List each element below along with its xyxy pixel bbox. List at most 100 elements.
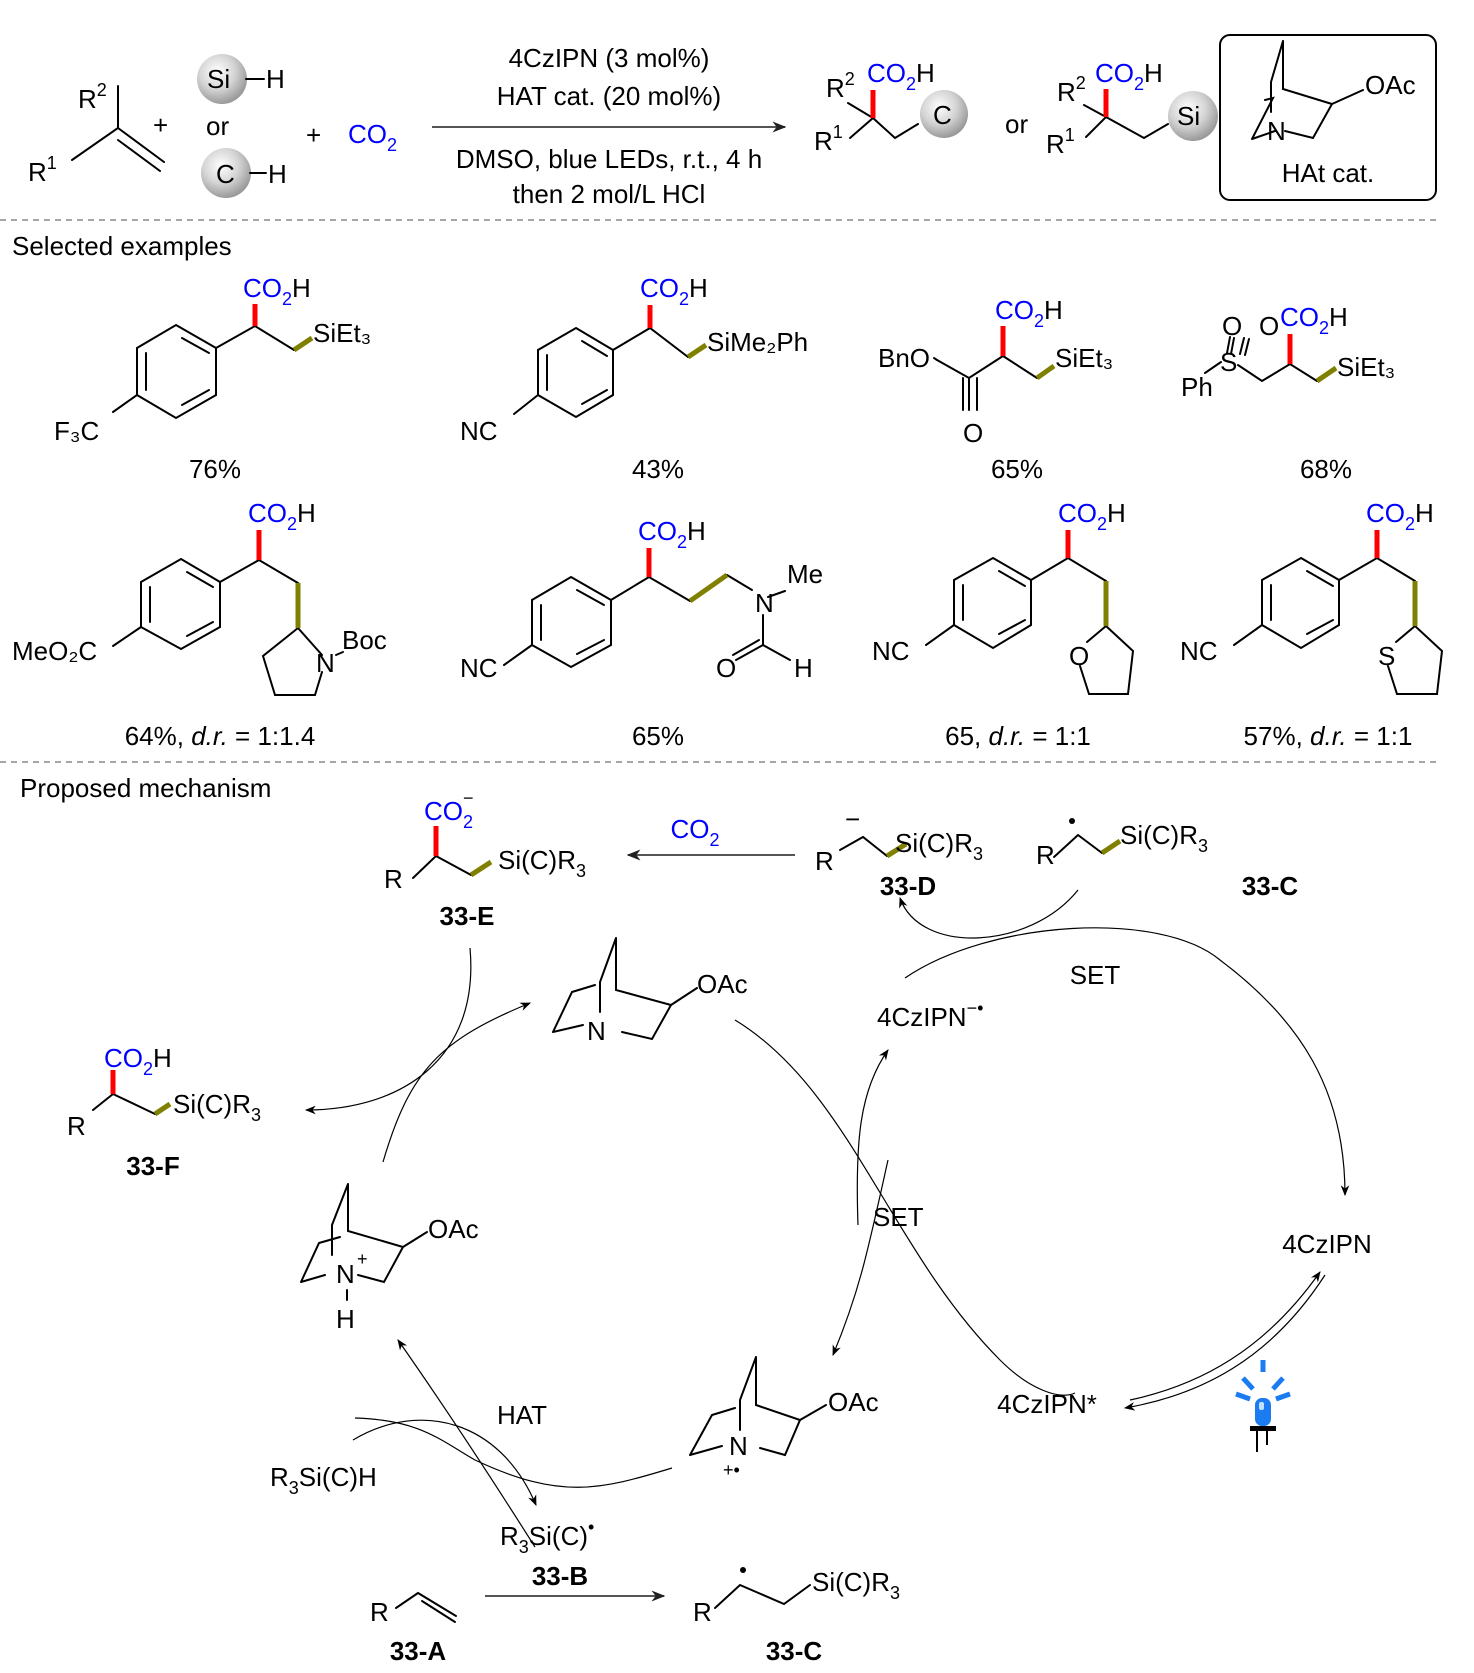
compound-label-33-D: 33-D [880, 871, 936, 901]
r-label: R [1036, 840, 1055, 870]
r2-label: R2 [1057, 73, 1086, 107]
yield-label: 65% [632, 721, 684, 751]
blue-led-icon [1235, 1360, 1291, 1452]
quinuclidinium: N + H OAc [300, 1183, 479, 1334]
r-label: R [815, 846, 834, 876]
condition-hat: HAT cat. (20 mol%) [497, 81, 721, 111]
oxygen-label: O [1069, 641, 1089, 671]
catalyst-regeneration-arrow [382, 1002, 531, 1163]
co2h-label: CO2H [867, 58, 935, 94]
n-label: N [1267, 116, 1286, 146]
compound-label-33-C: 33-C [1242, 871, 1299, 901]
silyl-label: Si(C)R3 [1120, 820, 1208, 856]
h-label: H [266, 64, 285, 94]
oxygen-label: O [1222, 311, 1242, 341]
radical-dot [1069, 818, 1075, 824]
section-heading-mechanism: Proposed mechanism [20, 773, 271, 803]
co2-reagent: CO2 [348, 119, 397, 155]
or-label: or [206, 111, 229, 141]
co2h-label: CO2H [248, 498, 316, 534]
substituent-label: Ph [1181, 372, 1213, 402]
pc-regeneration-arrow [904, 927, 1350, 1197]
protonation-arrow-to-33-F [304, 947, 472, 1115]
intermediate-33-E: R CO2− Si(C)R3 33-E [384, 788, 586, 931]
n-label: N [316, 648, 335, 678]
sulfur-label: S [1378, 641, 1395, 671]
oxygen-label: O [1259, 311, 1279, 341]
carbon-ball-icon [920, 90, 968, 138]
compound-label-33-F: 33-F [126, 1151, 179, 1181]
si-label: Si [1177, 101, 1200, 131]
silicon-ball-icon [197, 54, 247, 104]
set-arrow-to-pc-anion [856, 1049, 889, 1226]
yield-label: 57%, d.r. = 1:1 [1244, 721, 1413, 751]
condition-solvent: DMSO, blue LEDs, r.t., 4 h [456, 144, 762, 174]
excitation-arrow [1123, 1274, 1326, 1411]
set-arrow-to-radical-cation [832, 1159, 889, 1356]
product-carbon: R2 R1 CO2H C [814, 58, 968, 156]
condition-workup: then 2 mol/L HCl [513, 179, 706, 209]
radical-cation-charge: +• [723, 1460, 740, 1480]
compound-label-33-A: 33-A [390, 1636, 447, 1666]
carboxylate-label: CO2− [424, 788, 474, 832]
oxygen-label: O [716, 653, 736, 683]
example-8: CO2H S NC 57%, d.r. = 1:1 [1180, 498, 1444, 751]
example-1: CO2H SiEt₃ F₃C 76% [54, 273, 371, 484]
n-label: N [755, 588, 774, 618]
boc-label: Boc [342, 625, 387, 655]
r-label: R [67, 1111, 86, 1141]
silyl-group-label: SiEt₃ [1337, 352, 1395, 382]
co2h-label: CO2H [640, 273, 708, 309]
yield-label: 68% [1300, 454, 1352, 484]
yield-label: 43% [632, 454, 684, 484]
photocatalyst-cycle-arc [734, 1019, 1076, 1396]
r1-label: R1 [1046, 125, 1075, 159]
quinuclidine-radical-cation: N +• OAc [689, 1356, 879, 1480]
product-33-F: R CO2H Si(C)R3 33-F [67, 1043, 261, 1181]
substituent-label: NC [460, 416, 498, 446]
r2-label: R2 [78, 80, 107, 114]
oac-label: OAc [828, 1387, 879, 1417]
h-label: H [336, 1304, 355, 1334]
co2h-label: CO2H [1058, 498, 1126, 534]
example-4: O O S CO2H SiEt₃ Ph 68% [1181, 302, 1395, 484]
si-h-reagent: Si H [197, 54, 285, 104]
silyl-radical-label: R3Si(C)• [500, 1517, 594, 1557]
c-label: C [216, 159, 235, 189]
me-label: Me [787, 559, 823, 589]
n-label: N [729, 1431, 748, 1461]
substrate-33-A: R 33-A [370, 1591, 457, 1666]
yield-label: 65, d.r. = 1:1 [945, 721, 1091, 751]
h-label: H [794, 653, 813, 683]
silane-label: R3Si(C)H [270, 1462, 377, 1498]
substituent-label: NC [872, 636, 910, 666]
radical-dot [740, 1567, 746, 1573]
quinuclidine-catalyst: N OAc [552, 937, 748, 1046]
co2h-label: CO2H [243, 273, 311, 309]
silyl-label: Si(C)R3 [173, 1089, 261, 1125]
intermediate-33-C-bottom: R Si(C)R3 33-C [693, 1567, 900, 1666]
substituent-label: MeO₂C [12, 636, 97, 666]
oxygen-label: O [963, 418, 983, 448]
carbon-ball-icon [201, 148, 251, 198]
plus-sign: + [153, 110, 168, 140]
h-label: H [268, 159, 287, 189]
pc-radical-anion: 4CzIPN−• [877, 998, 983, 1032]
or-label: or [1005, 109, 1028, 139]
silyl-label: Si(C)R3 [498, 845, 586, 881]
r-label: R [384, 864, 403, 894]
r1-label: R1 [814, 122, 843, 156]
product-silicon: R2 R1 CO2H Si [1046, 58, 1218, 159]
co2h-label: CO2H [1280, 302, 1348, 338]
co2h-label: CO2H [1366, 498, 1434, 534]
oac-label: OAc [697, 969, 748, 999]
substituent-label: NC [460, 653, 498, 683]
silicon-ball-icon [1168, 91, 1218, 141]
r2-label: R2 [826, 69, 855, 103]
r-label: R [693, 1597, 712, 1627]
silyl-label: Si(C)R3 [895, 828, 983, 864]
photocatalyst-ground: 4CzIPN [1282, 1229, 1372, 1259]
silyl-group-label: SiMe₂Ph [707, 327, 808, 357]
yield-label: 65% [991, 454, 1043, 484]
